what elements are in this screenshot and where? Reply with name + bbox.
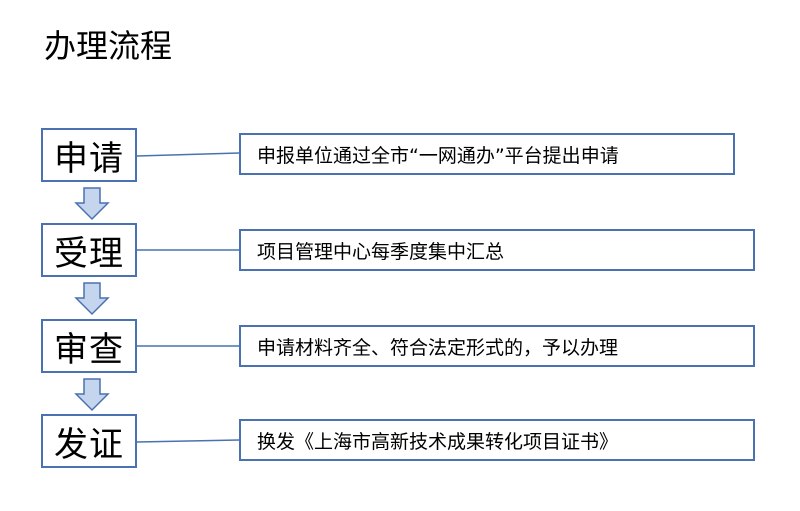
down-arrow-icon	[74, 187, 110, 221]
step-description-accept: 项目管理中心每季度集中汇总	[239, 229, 755, 271]
step-description-apply: 申报单位通过全市“一网通办”平台提出申请	[239, 133, 735, 175]
down-arrow-icon	[74, 378, 110, 412]
step-label: 受理	[54, 233, 124, 274]
step-box-issue: 发证	[41, 414, 137, 468]
step-description-issue: 换发《上海市高新技术成果转化项目证书》	[239, 419, 755, 461]
step-description-text: 申报单位通过全市“一网通办”平台提出申请	[257, 144, 619, 167]
step-description-text: 项目管理中心每季度集中汇总	[257, 240, 505, 263]
connector-line-4	[136, 439, 240, 443]
step-description-review: 申请材料齐全、符合法定形式的，予以办理	[239, 325, 755, 367]
step-description-text: 申请材料齐全、符合法定形式的，予以办理	[257, 336, 619, 359]
step-description-text: 换发《上海市高新技术成果转化项目证书》	[257, 430, 619, 453]
step-box-accept: 受理	[41, 223, 137, 277]
down-arrow-icon	[74, 282, 110, 316]
step-label: 申请	[54, 138, 124, 179]
step-label: 审查	[54, 329, 124, 370]
page-title: 办理流程	[44, 27, 173, 65]
connector-line-1	[136, 152, 240, 157]
step-label: 发证	[54, 424, 124, 465]
step-box-apply: 申请	[41, 128, 137, 182]
step-box-review: 审查	[41, 319, 137, 373]
